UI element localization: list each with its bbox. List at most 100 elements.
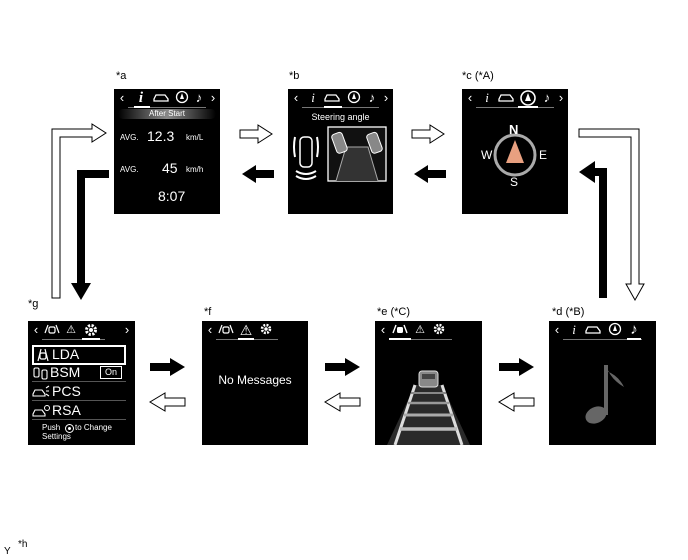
avg-fuel-value: 12.3 [147, 128, 175, 144]
compass-west: W [481, 148, 493, 162]
settings-item-lda[interactable]: LDA [32, 345, 126, 365]
lane-assist-graphic [387, 370, 470, 445]
label-d: *d (*B) [552, 306, 585, 318]
compass-rose-graphic [493, 133, 537, 177]
label-y: Y [4, 546, 11, 557]
lane-car-icon [389, 322, 411, 340]
compass-icon [174, 90, 190, 108]
compass-icon [518, 90, 538, 110]
arrow-f-to-e [325, 358, 360, 376]
chevron-right-icon: › [124, 322, 130, 337]
compass-icon [607, 322, 623, 340]
compass-north: N [509, 122, 519, 137]
settings-item-pcs[interactable]: PCS [32, 383, 126, 401]
chevron-right-icon: › [558, 90, 564, 105]
warning-icon: ⚠ [66, 324, 76, 336]
warning-icon: ⚠ [415, 324, 425, 336]
settings-footer-settings: Settings [42, 432, 71, 441]
settings-footer-push: Push [42, 423, 61, 432]
label-f: *f [204, 306, 212, 318]
music-note-icon: ♪ [630, 321, 638, 338]
arrow-b-to-a [242, 165, 274, 183]
trip-header-bar [118, 109, 216, 119]
road-sign-icon [32, 405, 50, 417]
screen-nav-bar: ‹ i ♪ › [288, 90, 393, 106]
avg-label: AVG. [120, 133, 139, 142]
chevron-left-icon: ‹ [119, 90, 125, 105]
avg-speed-unit: km/h [186, 165, 204, 174]
arrow-c-to-d [578, 128, 645, 302]
arrow-a-to-b [239, 124, 273, 144]
chevron-left-icon: ‹ [293, 90, 299, 105]
chevron-left-icon: ‹ [33, 322, 39, 337]
avg-speed-value: 45 [162, 160, 178, 176]
info-icon: i [138, 90, 144, 106]
settings-item-label: BSM [50, 364, 81, 380]
settings-footer-change: to Change [75, 423, 112, 432]
music-note-icon: ♪ [368, 90, 376, 105]
lane-departure-icon [37, 348, 49, 362]
screen-driving-assist: ‹ ⚠ [375, 321, 482, 445]
status-badge: On [100, 366, 123, 379]
steering-angle-graphic [293, 126, 387, 182]
label-e: *e (*C) [377, 306, 411, 318]
arrow-d-to-e [498, 392, 535, 412]
compass-south: S [510, 175, 519, 189]
arrow-d-to-c [579, 161, 607, 298]
label-b: *b [289, 70, 300, 82]
lane-car-icon [216, 322, 236, 340]
screen-trip-info: ‹ i ♪ › After Start AVG. 12.3 km/L AVG. … [114, 89, 220, 214]
music-note-icon: ♪ [195, 90, 203, 105]
screen-nav-bar: ‹ i ♪ › [114, 90, 220, 106]
arrow-g-to-f [150, 358, 185, 376]
arrow-c-to-b [414, 165, 446, 183]
chevron-left-icon: ‹ [467, 90, 473, 105]
music-note-icon: ♪ [543, 90, 551, 105]
chevron-left-icon: ‹ [554, 322, 560, 337]
arrow-e-to-f [324, 392, 361, 412]
label-a: *a [116, 70, 127, 82]
arrow-b-to-c [411, 124, 445, 144]
screen-nav-bar: ‹ ⚠ [375, 322, 482, 338]
settings-item-rsa[interactable]: RSA [32, 402, 126, 420]
screen-nav-bar: ‹ i ♪ › [462, 90, 568, 106]
steering-angle-title: Steering angle [311, 112, 370, 122]
label-c: *c (*A) [462, 70, 494, 82]
car-icon [152, 90, 170, 108]
arrow-a-to-g [71, 170, 109, 300]
screen-settings: ‹ ⚠ › LDA BSM On PCS RSA Push to Change … [28, 321, 135, 445]
chevron-right-icon: › [210, 90, 216, 105]
settings-item-label: PCS [52, 383, 81, 399]
blind-spot-icon [33, 367, 48, 380]
settings-item-label: LDA [52, 346, 80, 362]
info-icon: i [485, 90, 489, 105]
gear-icon [258, 322, 274, 340]
screen-nav-bar: ‹ ⚠ › [28, 322, 135, 338]
push-button-icon [65, 424, 74, 433]
avg-label: AVG. [120, 165, 139, 174]
settings-item-bsm[interactable]: BSM On [32, 364, 126, 382]
trip-header-text: After Start [148, 109, 185, 118]
screen-audio: ‹ i ♪ [549, 321, 656, 445]
chevron-left-icon: ‹ [380, 322, 386, 337]
arrow-g-to-a [51, 123, 107, 299]
gear-icon [82, 322, 100, 342]
car-icon [496, 90, 516, 108]
no-messages-text: No Messages [218, 373, 292, 387]
lane-car-icon [42, 322, 62, 340]
screen-nav-bar: ‹ i ♪ [549, 322, 656, 338]
screen-nav-bar: ‹ ⚠ [202, 322, 308, 338]
screen-compass: ‹ i ♪ › N S E W [462, 89, 568, 214]
arrow-e-to-d [499, 358, 534, 376]
avg-fuel-unit: km/L [186, 133, 204, 142]
pre-collision-icon [32, 385, 50, 397]
label-h: *h [18, 539, 28, 550]
info-icon: i [572, 322, 576, 337]
chevron-left-icon: ‹ [207, 322, 213, 337]
music-note-graphic [585, 365, 624, 424]
gear-icon [431, 322, 447, 340]
info-icon: i [311, 90, 315, 105]
compass-east: E [539, 148, 548, 162]
label-g: *g [28, 298, 39, 310]
clock-time: 8:07 [158, 188, 186, 204]
